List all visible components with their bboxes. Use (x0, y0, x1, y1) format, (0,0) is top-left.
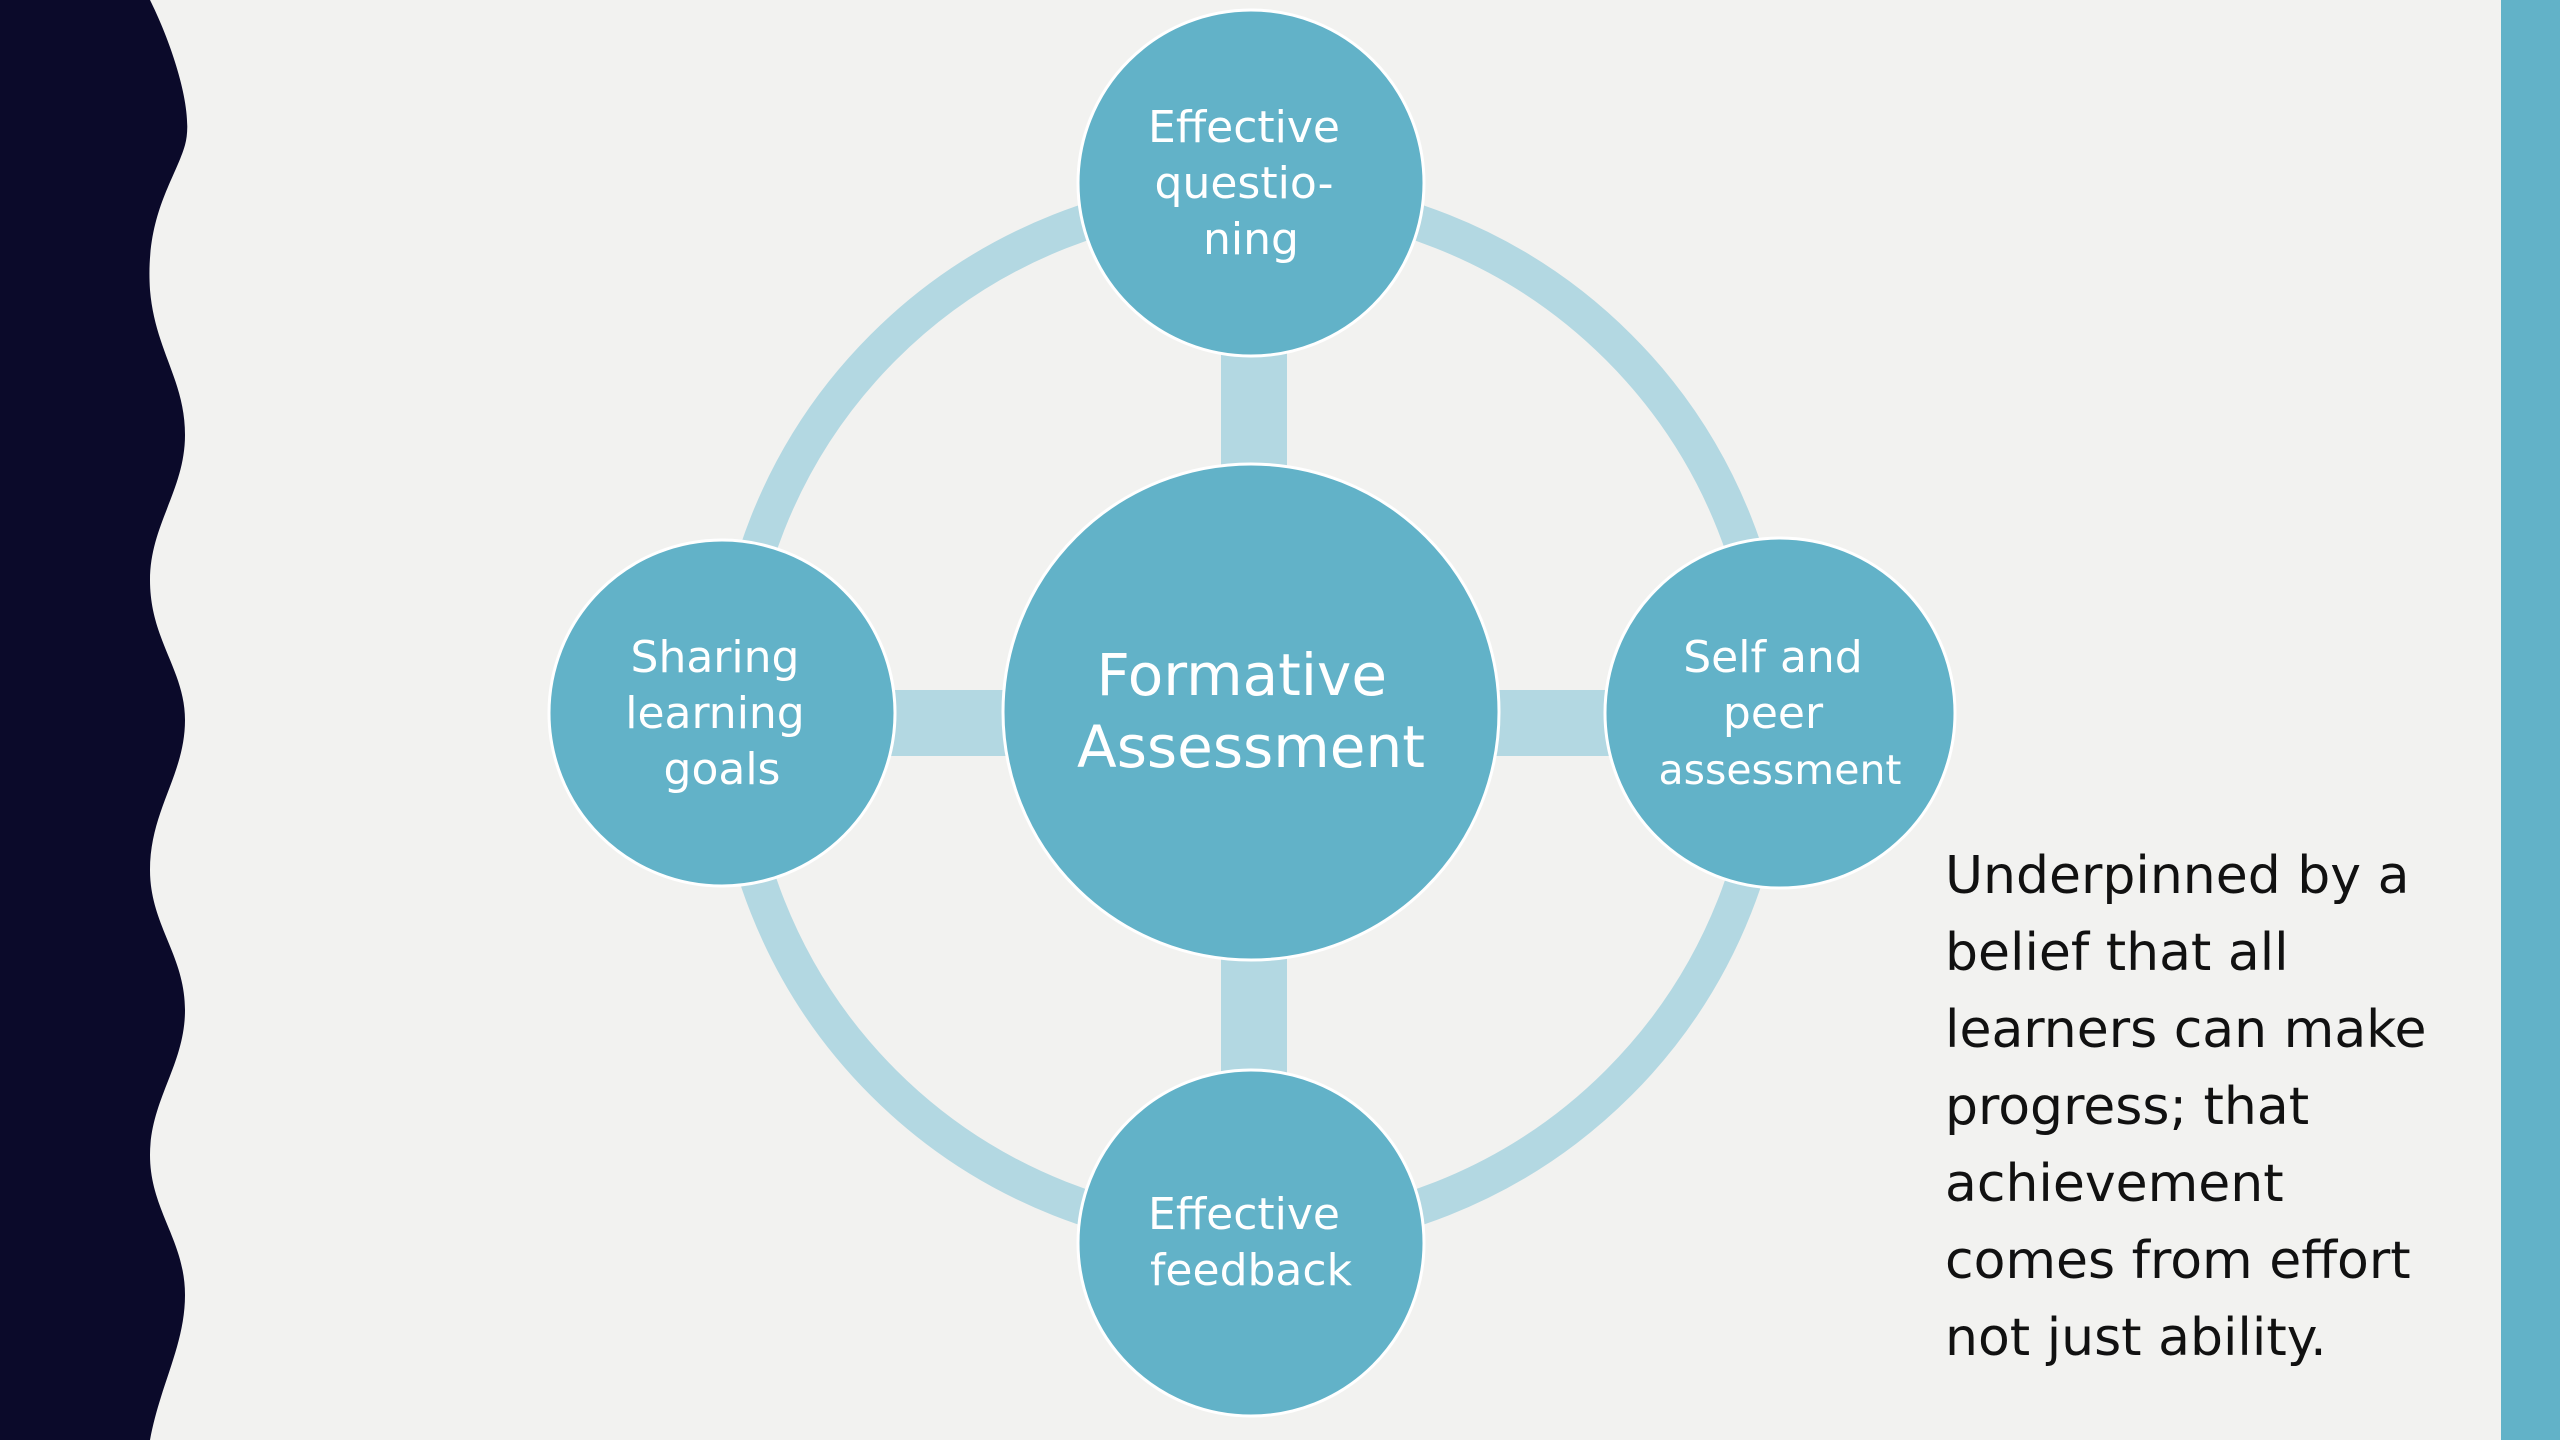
side-note-line: belief that all (1945, 923, 2289, 983)
svg-text:Effective questio-: Effective questio- ning (1148, 102, 1354, 265)
side-note-line: achievement (1945, 1154, 2284, 1214)
left-wave-band (0, 0, 188, 1440)
center-line: Formative (1097, 641, 1388, 709)
node-bottom-circle (1076, 1068, 1426, 1418)
node-left-line: goals (664, 744, 781, 795)
node-bottom: Effective feedback (1076, 1068, 1426, 1418)
node-right-circle (1603, 536, 1957, 890)
node-left-line: learning (625, 688, 805, 739)
right-accent-band (2501, 0, 2560, 1440)
node-right-line: assessment (1658, 746, 1901, 794)
side-note-line: Underpinned by a (1945, 846, 2410, 906)
node-top-line: questio- (1155, 158, 1334, 209)
connector-bottom (1221, 945, 1287, 1085)
svg-text:Self and peer asse: Self and peer assessment (1658, 632, 1901, 794)
node-bottom-line: Effective (1148, 1189, 1340, 1240)
node-left: Sharing learning goals (547, 538, 897, 888)
center-line: Assessment (1077, 713, 1425, 781)
node-top-circle (1076, 8, 1426, 358)
node-top-line: ning (1203, 214, 1299, 265)
center-node: Formative Assessment (1001, 462, 1501, 962)
side-note: Underpinned by a belief that all learner… (1945, 838, 2465, 1377)
svg-text:Sharing learning g: Sharing learning goals (625, 632, 819, 795)
node-top: Effective questio- ning (1076, 8, 1426, 358)
node-right: Self and peer assessment (1603, 536, 1957, 890)
node-right-line: Self and (1683, 632, 1862, 683)
side-note-line: not just ability. (1945, 1308, 2327, 1368)
node-bottom-line: feedback (1150, 1245, 1353, 1296)
node-left-circle (547, 538, 897, 888)
node-right-line: peer (1723, 688, 1824, 739)
node-top-line: Effective (1148, 102, 1340, 153)
center-circle (1001, 462, 1501, 962)
node-left-line: Sharing (631, 632, 800, 683)
svg-text:Effective feedback: Effective feedback (1148, 1189, 1354, 1296)
svg-text:Formative Assessment: Formative Assessment (1077, 641, 1425, 781)
side-note-line: learners can make (1945, 1000, 2427, 1060)
side-note-line: progress; that (1945, 1077, 2310, 1137)
side-note-line: comes from effort (1945, 1231, 2411, 1291)
